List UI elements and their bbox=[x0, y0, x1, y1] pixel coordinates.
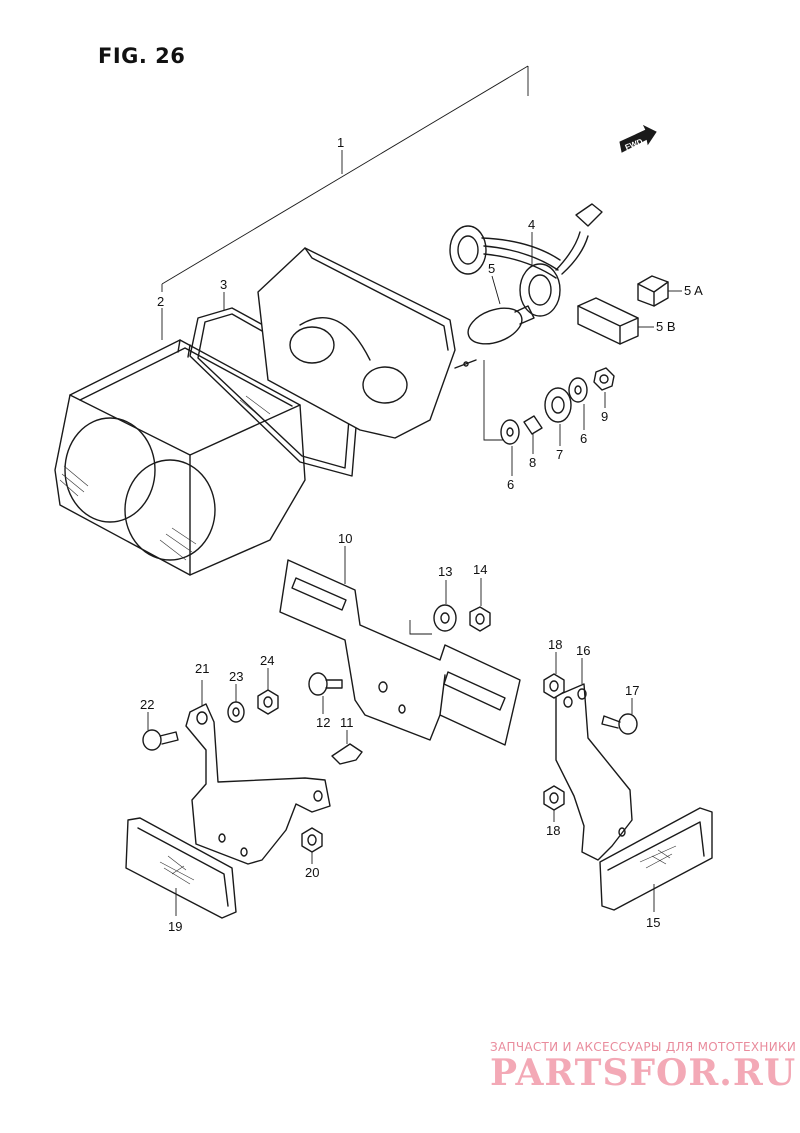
nut-18-lower bbox=[543, 785, 565, 822]
callout-19: 19 bbox=[168, 919, 183, 934]
callout-14: 14 bbox=[473, 562, 488, 577]
callout-18b: 18 bbox=[546, 823, 561, 838]
lens-gasket bbox=[189, 307, 361, 477]
callout-8: 8 bbox=[529, 455, 537, 470]
callout-23: 23 bbox=[229, 669, 244, 684]
callout-6b: 6 bbox=[580, 431, 588, 446]
callout-13: 13 bbox=[438, 564, 453, 579]
nut-18-upper bbox=[543, 652, 565, 699]
assembly-leader-1 bbox=[161, 65, 529, 292]
callout-1: 1 bbox=[337, 135, 345, 150]
callout-20: 20 bbox=[305, 865, 320, 880]
callout-7: 7 bbox=[556, 447, 564, 462]
license-bracket bbox=[279, 559, 521, 746]
bulb-11 bbox=[331, 730, 363, 765]
screw-22 bbox=[142, 712, 179, 751]
leader-5 bbox=[491, 275, 501, 305]
right-signal-bracket bbox=[555, 658, 633, 861]
right-reflector bbox=[599, 807, 713, 912]
tail-lamp-lens bbox=[54, 339, 306, 576]
callout-9: 9 bbox=[601, 409, 609, 424]
screw-17 bbox=[601, 698, 638, 735]
callout-10: 10 bbox=[338, 531, 353, 546]
callout-16: 16 bbox=[576, 643, 591, 658]
callout-15: 15 bbox=[646, 915, 661, 930]
washer-23 bbox=[227, 684, 245, 723]
left-reflector bbox=[125, 817, 237, 919]
callout-17: 17 bbox=[625, 683, 640, 698]
nut-20 bbox=[301, 827, 323, 864]
nut-24 bbox=[257, 668, 279, 715]
callout-2: 2 bbox=[157, 294, 165, 309]
callout-5a: 5 A bbox=[684, 283, 703, 298]
callout-18a: 18 bbox=[548, 637, 563, 652]
left-signal-bracket bbox=[185, 680, 331, 865]
part-5b-block bbox=[577, 297, 654, 345]
figure-title: FIG. 26 bbox=[98, 44, 186, 68]
fwd-arrow bbox=[619, 124, 657, 153]
callout-22: 22 bbox=[140, 697, 155, 712]
callout-3: 3 bbox=[220, 277, 228, 292]
callout-12: 12 bbox=[316, 715, 331, 730]
part-5a-block bbox=[637, 275, 682, 307]
lamp-housing bbox=[257, 247, 477, 439]
callout-4: 4 bbox=[528, 217, 536, 232]
callout-5: 5 bbox=[488, 261, 496, 276]
watermark-tagline: ЗАПЧАСТИ И АКСЕССУАРЫ ДЛЯ МОТОТЕХНИКИ bbox=[490, 1040, 797, 1054]
callout-6a: 6 bbox=[507, 477, 515, 492]
nut-14 bbox=[469, 578, 491, 632]
mount-hardware-stack bbox=[483, 360, 615, 476]
watermark-logo: PARTSFOR.RU bbox=[490, 1052, 797, 1094]
callout-21: 21 bbox=[195, 661, 210, 676]
callout-11: 11 bbox=[340, 715, 354, 730]
bulb bbox=[467, 305, 535, 345]
bolt-12 bbox=[308, 672, 343, 714]
callout-24: 24 bbox=[260, 653, 275, 668]
washer-13 bbox=[433, 580, 457, 632]
callout-5b: 5 B bbox=[656, 319, 676, 334]
bulb-socket-harness bbox=[449, 203, 603, 317]
